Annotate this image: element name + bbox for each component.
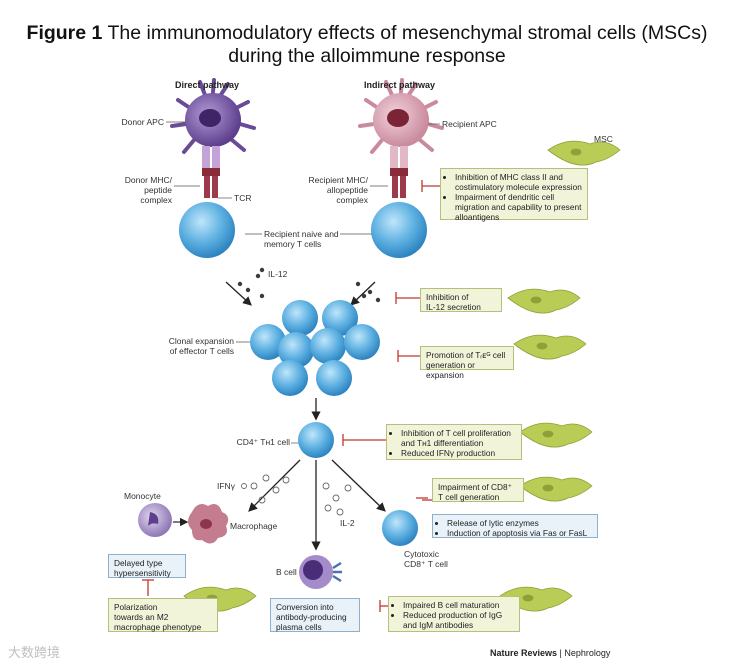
journal-credit: Nature Reviews | Nephrology [490,648,611,658]
cytotoxic-tcell-icon [382,510,418,546]
donor-apc-label: Donor APC [121,117,164,127]
figure-number: Figure 1 [26,22,103,44]
watermark: 大数跨境 [8,645,61,660]
macrophage-icon [188,504,229,544]
naive-tcell-right-icon [371,202,427,258]
ifn-label: IFNγ [217,481,235,491]
bcell-impairment-box: Impaired B cell maturationReduced produc… [388,596,520,632]
macrophage-label: Macrophage [230,521,278,531]
th1-branch-arrows [248,459,386,551]
mhc-inhibition-box: Inhibition of MHC class II and costimula… [440,168,588,222]
cytokine-dots [241,474,352,516]
cd8-impairment-box: Impairment of CD8⁺T cell generation [432,478,524,502]
indirect-pathway-header: Indirect pathway [364,80,436,90]
bcell-label: B cell [276,567,297,577]
monocyte-label: Monocyte [124,491,161,501]
title-line1: The immunomodulatory effects of mesenchy… [107,22,708,44]
tcell-inhibition-box: Inhibition of T cell proliferation and T… [386,424,522,460]
leader-lines [166,121,440,444]
title-line2: during the alloimmune response [228,45,506,67]
th1-cell-icon [298,422,334,458]
monocyte-icon [138,503,172,537]
recipient-apc-label: Recipient APC [442,119,497,129]
th1-cell-label: CD4⁺ Tʜ1 cell [236,437,290,447]
lytic-enzymes-box: Release of lytic enzymesInduction of apo… [432,514,598,538]
donor-mhc-icon [202,146,220,198]
bcell-icon [299,555,342,589]
tcr-label: TCR [234,193,252,203]
figure-title: Figure 1 The immunomodulatory effects of… [0,22,734,68]
recipient-mhc-icon [390,146,408,198]
il12-arrows [225,267,381,306]
recipient-apc-icon [358,78,444,154]
direct-pathway-header: Direct pathway [175,80,240,90]
naive-tcell-left-icon [179,202,235,258]
donor-apc-icon [170,78,256,154]
msc-label: MSC [594,134,613,144]
il2-label: IL-2 [340,518,355,528]
effector-tcell-cluster [250,300,380,396]
il12-label: IL-12 [268,269,288,279]
inhibition-lines [142,180,440,612]
